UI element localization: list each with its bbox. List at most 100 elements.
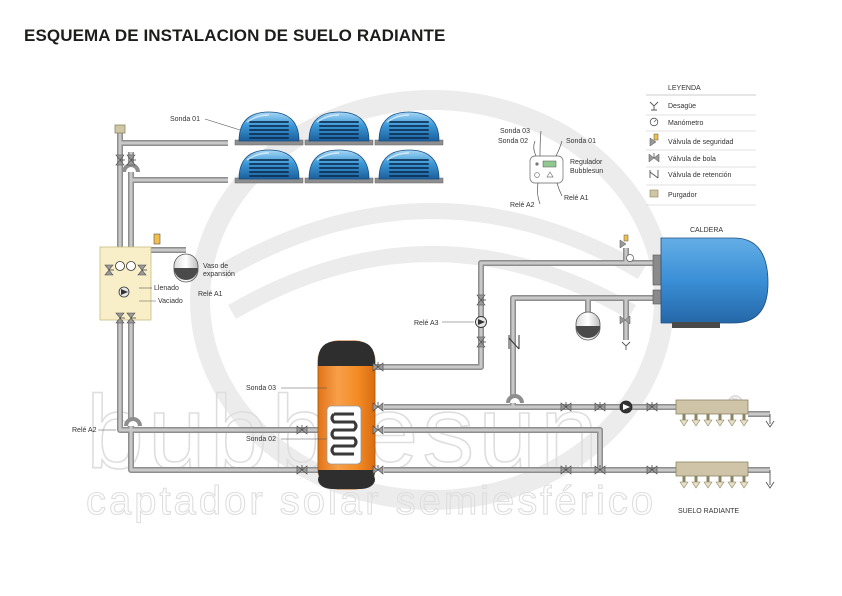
manifold-outlet xyxy=(703,414,713,427)
manifold-outlet xyxy=(727,414,737,427)
station-gauge-1 xyxy=(115,261,125,271)
bubblesun-regulator xyxy=(529,130,564,205)
ball-valve xyxy=(126,312,136,324)
rele-a1-reg-label: Relé A1 xyxy=(564,195,589,202)
air-vent-top xyxy=(114,124,126,134)
station-pump-arrow xyxy=(121,289,128,295)
solar-collector-dome xyxy=(304,149,374,184)
legend-row-air-vent: Purgador xyxy=(646,189,756,206)
ball-valve xyxy=(115,312,125,324)
check-valve-icon xyxy=(649,170,659,179)
boiler-gauge xyxy=(626,254,634,262)
legend-label-ball-valve: Válvula de bola xyxy=(668,156,716,163)
sonda01-reg-label: Sonda 01 xyxy=(566,138,596,145)
rele-a3-label: Relé A3 xyxy=(414,320,439,327)
pump-rele-a3 xyxy=(475,316,487,328)
boiler-base xyxy=(672,322,720,328)
expansion-vessel-solar xyxy=(173,253,199,283)
manifold-return-drain xyxy=(765,470,775,489)
solar-collector-dome xyxy=(374,149,444,184)
sonda03-reg-label: Sonda 03 xyxy=(500,128,530,135)
ball-valve xyxy=(594,402,606,412)
vaciado-label: Vaciado xyxy=(158,298,183,305)
boiler-body xyxy=(660,237,769,324)
pump-station xyxy=(99,233,161,321)
station-safety-valve xyxy=(153,233,161,245)
sonda02-tank-label: Sonda 02 xyxy=(246,436,276,443)
watermark-arc-1 xyxy=(217,203,647,279)
ball-valve xyxy=(372,402,384,412)
vaso-label-1: Vaso de xyxy=(203,263,228,270)
ball-valve xyxy=(104,264,114,276)
legend-row-gauge: Manómetro xyxy=(646,117,756,132)
legend-label-gauge: Manómetro xyxy=(668,120,704,127)
floor-heating-pump xyxy=(619,400,633,414)
ball-valve xyxy=(372,362,384,372)
llenado-label: Llenado xyxy=(154,285,179,292)
manifold-outlet xyxy=(691,414,701,427)
regulator-body xyxy=(529,155,564,184)
air-vent-icon xyxy=(649,189,659,198)
legend-row-drain: Desagüe xyxy=(646,101,756,116)
legend-label-drain: Desagüe xyxy=(668,103,696,110)
solar-collector-array xyxy=(234,111,444,184)
sonda01-collector-label: Sonda 01 xyxy=(170,116,200,123)
manifold-outlet xyxy=(715,476,725,489)
ball-valve xyxy=(126,154,136,166)
legend-label-check-valve: Válvula de retención xyxy=(668,172,732,179)
regulator-arrow xyxy=(546,171,554,178)
ball-valve xyxy=(115,154,125,166)
storage-tank xyxy=(317,340,376,490)
manifold-outlet xyxy=(715,414,725,427)
sonda02-reg-label: Sonda 02 xyxy=(498,138,528,145)
legend-row-ball-valve: Válvula de bola xyxy=(646,153,756,168)
legend-label-safety-valve: Válvula de seguridad xyxy=(668,139,733,146)
drain-icon xyxy=(649,101,659,111)
ball-valve xyxy=(560,402,572,412)
regulator-led xyxy=(535,162,539,166)
rele-a2-reg-label: Relé A2 xyxy=(510,202,535,209)
ball-valve xyxy=(646,402,658,412)
legend-row-safety-valve: Válvula de seguridad xyxy=(646,133,756,151)
expansion-vessel-boiler xyxy=(575,311,601,341)
ball-valve xyxy=(372,465,384,475)
legend-label-air-vent: Purgador xyxy=(668,192,697,199)
safety-valve-icon xyxy=(649,133,659,147)
regulator-button xyxy=(534,172,540,178)
manifold-supply xyxy=(675,399,749,427)
suelo-radiante-label: SUELO RADIANTE xyxy=(678,508,739,515)
regulador-label-1: Regulador xyxy=(570,159,603,166)
boiler xyxy=(652,237,769,328)
sonda03-tank-label: Sonda 03 xyxy=(246,385,276,392)
boiler-safety-valve xyxy=(619,234,629,249)
boiler-drain xyxy=(619,315,631,350)
ball-valve-group xyxy=(104,154,658,475)
manifold-return xyxy=(675,461,749,489)
manifold-outlet xyxy=(691,476,701,489)
tank-bottom-cap xyxy=(318,470,375,489)
ball-valve xyxy=(476,336,486,348)
rele-a1-pump-label: Relé A1 xyxy=(198,291,223,298)
legend-row-check-valve: Válvula de retención xyxy=(646,170,756,186)
ball-valve xyxy=(137,264,147,276)
vaso-label-2: expansión xyxy=(203,271,235,278)
watermark-arc-2 xyxy=(227,246,637,319)
check-valve-boiler-return xyxy=(508,335,520,350)
legend-heading: LEYENDA xyxy=(668,85,701,92)
ball-valve xyxy=(594,465,606,475)
tank-top-cap xyxy=(318,341,375,366)
ball-valve xyxy=(560,465,572,475)
solar-collector-dome xyxy=(234,149,304,184)
ball-valve xyxy=(476,294,486,306)
legend: LEYENDA Desagüe Manómetro Válvula de seg… xyxy=(646,85,756,206)
manifold-outlet xyxy=(739,414,749,427)
solar-collector-dome xyxy=(374,111,444,146)
sonda01-collector-leader xyxy=(204,118,241,131)
page-title: ESQUEMA DE INSTALACION DE SUELO RADIANTE xyxy=(24,26,446,45)
manifold-outlet xyxy=(679,476,689,489)
ball-valve xyxy=(296,425,308,435)
manifold-outlet xyxy=(679,414,689,427)
tank-heat-coil xyxy=(330,412,358,456)
